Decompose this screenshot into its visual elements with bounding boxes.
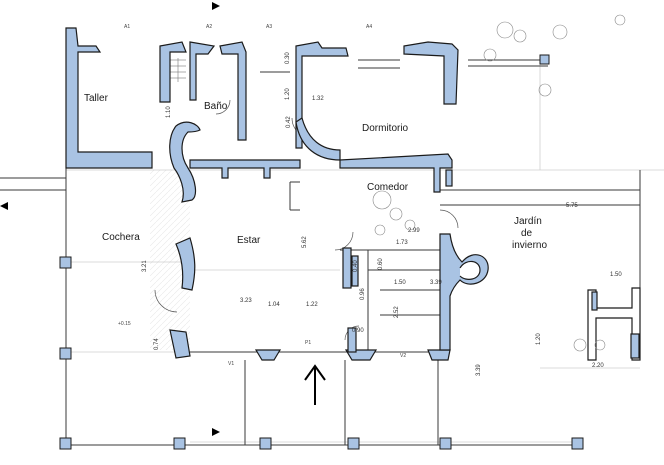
wall-comedor-right — [439, 233, 489, 351]
pillar — [59, 437, 72, 450]
dimension-label: 1.73 — [396, 240, 408, 246]
room-label-dormitorio: Dormitorio — [362, 123, 409, 134]
room-label-jardin-1: Jardín — [514, 216, 542, 227]
vegetation — [372, 14, 626, 352]
wall-post-1 — [342, 247, 352, 289]
opening-tag: A1 — [124, 24, 131, 30]
opening-tag: A2 — [206, 24, 213, 30]
pillar — [347, 437, 360, 450]
wall-interior-h — [189, 159, 301, 179]
opening-tag: A4 — [366, 24, 373, 30]
dimension-label-vertical: 3.21 — [142, 260, 148, 272]
wall-top-1 — [159, 41, 187, 103]
dimension-label-vertical: 1.20 — [536, 333, 542, 345]
wall-post-2 — [351, 255, 359, 287]
dimension-label: 3.23 — [240, 298, 252, 304]
room-label-cochera: Cochera — [102, 232, 140, 243]
dimension-label: 1.22 — [306, 302, 318, 308]
dimension-label-vertical: 0.40 — [353, 260, 359, 272]
dimension-label-vertical: 2.52 — [394, 306, 400, 318]
dimension-label-vertical: 0.30 — [285, 52, 291, 64]
dimension-label-vertical: 0.74 — [154, 338, 160, 350]
dimension-label: 3.39 — [430, 280, 442, 286]
wall-dormitorio-curve — [295, 117, 341, 161]
wall-top-3 — [219, 41, 247, 141]
pillar — [59, 256, 72, 269]
arrow-up-icon — [304, 364, 326, 405]
dimension-label-vertical: 0.96 — [360, 288, 366, 300]
dimension-label: 5.75 — [566, 203, 578, 209]
pillar — [439, 437, 452, 450]
wall-comedor-bay-inner — [459, 260, 481, 280]
pillar — [571, 437, 584, 450]
wall-annex-post-1 — [591, 291, 598, 311]
room-label-bano: Baño — [204, 101, 228, 112]
wall-cochera-curve — [175, 237, 196, 291]
dimension-label: 2.99 — [408, 228, 420, 234]
wall-top-5 — [403, 41, 459, 105]
dimension-label-vertical: 1.20 — [285, 88, 291, 100]
room-label-jardin-3: invierno — [512, 240, 548, 251]
pillars — [59, 54, 584, 450]
room-label-taller: Taller — [84, 93, 108, 104]
opening-tag: A3 — [266, 24, 273, 30]
dimension-label-vertical: 3.39 — [476, 364, 482, 376]
pillar — [539, 54, 550, 65]
wall-annex-post-2 — [630, 333, 640, 359]
structure-lines — [0, 59, 641, 446]
section-marker-icon — [0, 2, 220, 436]
wall-taller — [65, 27, 153, 169]
dimension-label: 1.50 — [610, 272, 622, 278]
dimension-label: 1.50 — [394, 280, 406, 286]
opening-tag: P1 — [305, 340, 312, 346]
dimension-label: 2.20 — [592, 363, 604, 369]
opening-tag: V1 — [228, 361, 235, 367]
dimension-label-vertical: 1.10 — [166, 106, 172, 118]
dimension-label: 0.90 — [352, 328, 364, 334]
dimension-label-vertical: 0.42 — [286, 116, 292, 128]
room-label-jardin-2: de — [521, 228, 533, 239]
dimension-label-vertical: 5.62 — [302, 236, 308, 248]
wall-interior-h2 — [339, 153, 453, 193]
pillar — [173, 437, 186, 450]
dimension-label: 1.04 — [268, 302, 280, 308]
wall-lower-left — [169, 329, 191, 359]
pillar — [59, 347, 72, 360]
dimension-label: 1.32 — [312, 96, 324, 102]
dimension-label-vertical: 0.60 — [378, 258, 384, 270]
wall-lower-bump-3 — [427, 349, 451, 361]
wall-bano-curve — [169, 121, 201, 203]
level-tag: +0.15 — [118, 321, 131, 327]
room-label-comedor: Comedor — [367, 182, 409, 193]
pillar — [259, 437, 272, 450]
wall-top-2 — [189, 41, 216, 101]
opening-tag: V2 — [400, 353, 407, 359]
wall-right-column — [445, 169, 453, 187]
room-label-estar: Estar — [237, 235, 261, 246]
stair — [170, 58, 186, 82]
wall-post-3 — [347, 327, 357, 353]
wall-lower-bump-1 — [254, 349, 282, 361]
walls — [65, 27, 641, 361]
